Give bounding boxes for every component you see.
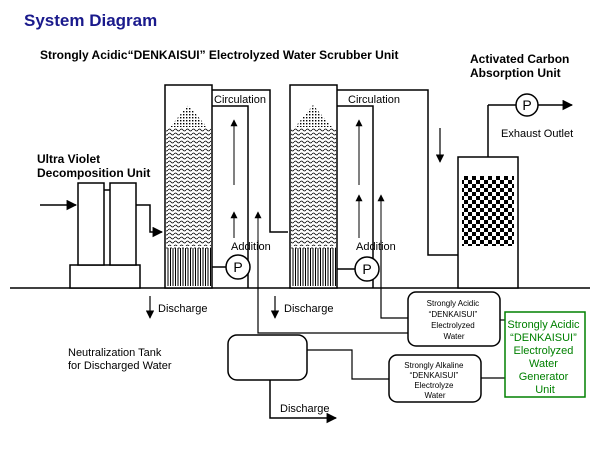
generator-line-5: Generator <box>519 371 569 383</box>
discharge-label-3: Discharge <box>280 403 330 415</box>
generator-line-6: Unit <box>535 384 555 396</box>
circulation-pipe-1 <box>212 105 249 288</box>
alkaline-water-box: Strongly Alkaline “DENKAISUI” Electrolyz… <box>388 354 482 403</box>
carbon-unit-label-2: Absorption Unit <box>470 66 561 80</box>
circulation-pipe-2 <box>337 105 374 288</box>
circulation-label-2: Circulation <box>348 94 400 106</box>
exhaust-outlet-label: Exhaust Outlet <box>501 128 573 140</box>
activated-carbon-unit: Activated Carbon Absorption Unit <box>457 52 573 289</box>
svg-text:Activated Carbon Absorpt: Activated Carbon Absorption Unit <box>470 52 573 80</box>
uv-unit-label-1: Ultra Violet <box>37 152 100 166</box>
generator-line-4: Water <box>529 358 558 370</box>
scrubber-unit-title: Strongly Acidic“DENKAISUI” Electrolyzed … <box>40 48 399 62</box>
generator-line-3: Electrolyzed <box>514 345 574 357</box>
exhaust-pump: P <box>515 93 539 117</box>
svg-text:Strongly Acidic “DENKAIS: Strongly Acidic “DENKAISUI” Electrolyzed… <box>507 319 582 396</box>
alkaline-box-line-1: Strongly Alkaline <box>404 361 464 370</box>
scrubber-tower-2 <box>289 84 338 289</box>
svg-text:Strongly Acidic “DENKAIS: Strongly Acidic “DENKAISUI” Electrolyzed… <box>427 299 482 341</box>
carbon-unit-label-1: Activated Carbon <box>470 52 569 66</box>
addition-label-1: Addition <box>231 241 271 253</box>
generator-unit: Strongly Acidic “DENKAISUI” Electrolyzed… <box>504 311 586 398</box>
svg-text:Ultra Violet Decompositi: Ultra Violet Decomposition Unit <box>37 152 150 180</box>
pump-1: P <box>225 254 251 280</box>
alkaline-box-line-3: Electrolyze <box>414 381 454 390</box>
neutralization-tank <box>227 334 308 381</box>
acidic-box-line-4: Water <box>443 332 464 341</box>
neutralization-label-1: Neutralization Tank <box>68 347 162 359</box>
acidic-box-line-3: Electrolyzed <box>431 321 475 330</box>
alkaline-box-line-2: “DENKAISUI” <box>410 371 459 380</box>
discharge-label-1: Discharge <box>158 303 208 315</box>
tower1-to-tower2-pipe <box>212 89 288 233</box>
pump-2-label: P <box>362 261 371 277</box>
addition-label-2: Addition <box>356 241 396 253</box>
svg-text:Neutralization Tank for Di: Neutralization Tank for Discharged Water <box>68 347 172 372</box>
discharge-label-2: Discharge <box>284 303 334 315</box>
svg-text:Strongly Alkaline “DENKA: Strongly Alkaline “DENKAISUI” Electrolyz… <box>404 361 465 400</box>
circulation-label-1: Circulation <box>214 94 266 106</box>
tower2-to-carbon-pipe <box>337 89 458 256</box>
acidic-box-line-2: “DENKAISUI” <box>429 310 478 319</box>
uv-unit-label-2: Decomposition Unit <box>37 166 150 180</box>
uv-decomposition-unit: Ultra Violet Decomposition Unit <box>37 152 150 289</box>
tank-discharge-pipe <box>269 380 338 424</box>
pump-2: P <box>354 256 380 282</box>
page-title: System Diagram <box>24 11 157 30</box>
addition-supply-line-1 <box>257 240 408 334</box>
generator-line-1: Strongly Acidic <box>507 319 580 331</box>
addition-supply-line-2 <box>380 240 408 319</box>
alkaline-to-tank-pipe <box>307 349 389 380</box>
acidic-box-line-1: Strongly Acidic <box>427 299 479 308</box>
exhaust-pump-label: P <box>522 97 531 113</box>
acidic-water-box: Strongly Acidic “DENKAISUI” Electrolyzed… <box>407 291 501 347</box>
scrubber-tower-1 <box>164 84 213 289</box>
alkaline-box-line-4: Water <box>424 391 445 400</box>
pump-1-label: P <box>233 259 242 275</box>
neutralization-label-2: for Discharged Water <box>68 360 172 372</box>
uv-to-scrubber-pipe <box>136 204 164 238</box>
generator-line-2: “DENKAISUI” <box>510 332 577 344</box>
